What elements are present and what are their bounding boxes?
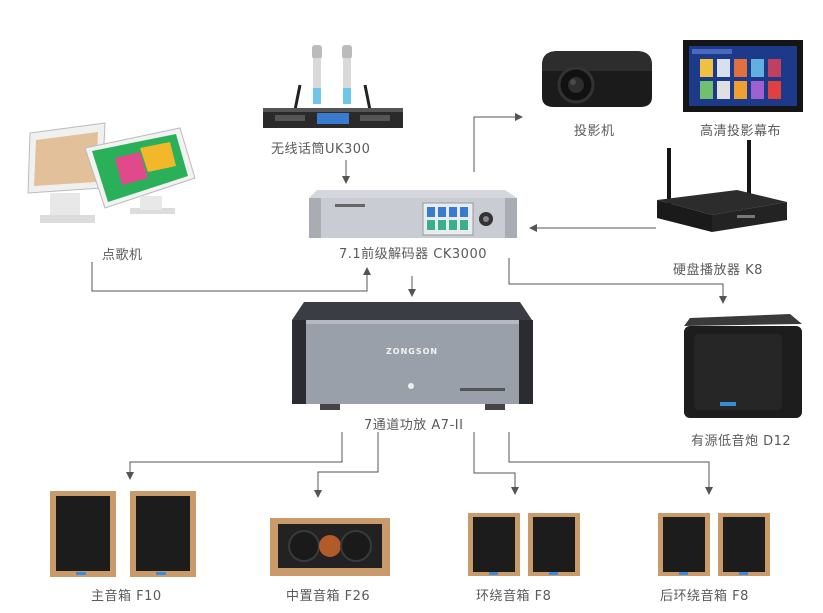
karaoke-label: 点歌机 [102, 248, 143, 263]
wireless-mic-device [263, 45, 403, 128]
decoder-device [309, 190, 517, 238]
karaoke-device [27, 122, 196, 223]
surround-speaker-label: 环绕音箱 F8 [476, 589, 552, 604]
wire-amp-surround [473, 432, 519, 495]
main-speakers [50, 491, 196, 577]
wire-karaoke-decoder [91, 262, 371, 292]
center-speaker-label: 中置音箱 F26 [286, 589, 371, 604]
center-speaker [270, 518, 390, 576]
screen-device [683, 40, 803, 112]
surround-speakers [468, 513, 580, 576]
amp-device: ZONGSON [290, 300, 535, 412]
wire-decoder-subwoofer [508, 258, 727, 304]
wire-amp-main [126, 432, 343, 480]
player-label: 硬盘播放器 K8 [673, 263, 763, 278]
wire-amp-center [314, 432, 379, 498]
projector-label: 投影机 [574, 124, 615, 139]
projector-device [542, 51, 652, 107]
wire-amp-rear [508, 432, 713, 495]
subwoofer-label: 有源低音炮 D12 [691, 434, 792, 449]
player-device [657, 140, 787, 232]
amp-brand: ZONGSON [386, 347, 439, 356]
main-speaker-label: 主音箱 F10 [91, 589, 162, 604]
screen-label: 高清投影幕布 [700, 124, 782, 139]
wire-decoder-projector [473, 113, 523, 172]
decoder-label: 7.1前级解码器 CK3000 [339, 247, 487, 262]
subwoofer-device [684, 314, 802, 418]
rear-surround-speaker-label: 后环绕音箱 F8 [660, 589, 749, 604]
amp-label: 7通道功放 A7-II [364, 418, 464, 433]
mic-label: 无线话筒UK300 [271, 142, 371, 157]
rear-surround-speakers [658, 513, 770, 576]
